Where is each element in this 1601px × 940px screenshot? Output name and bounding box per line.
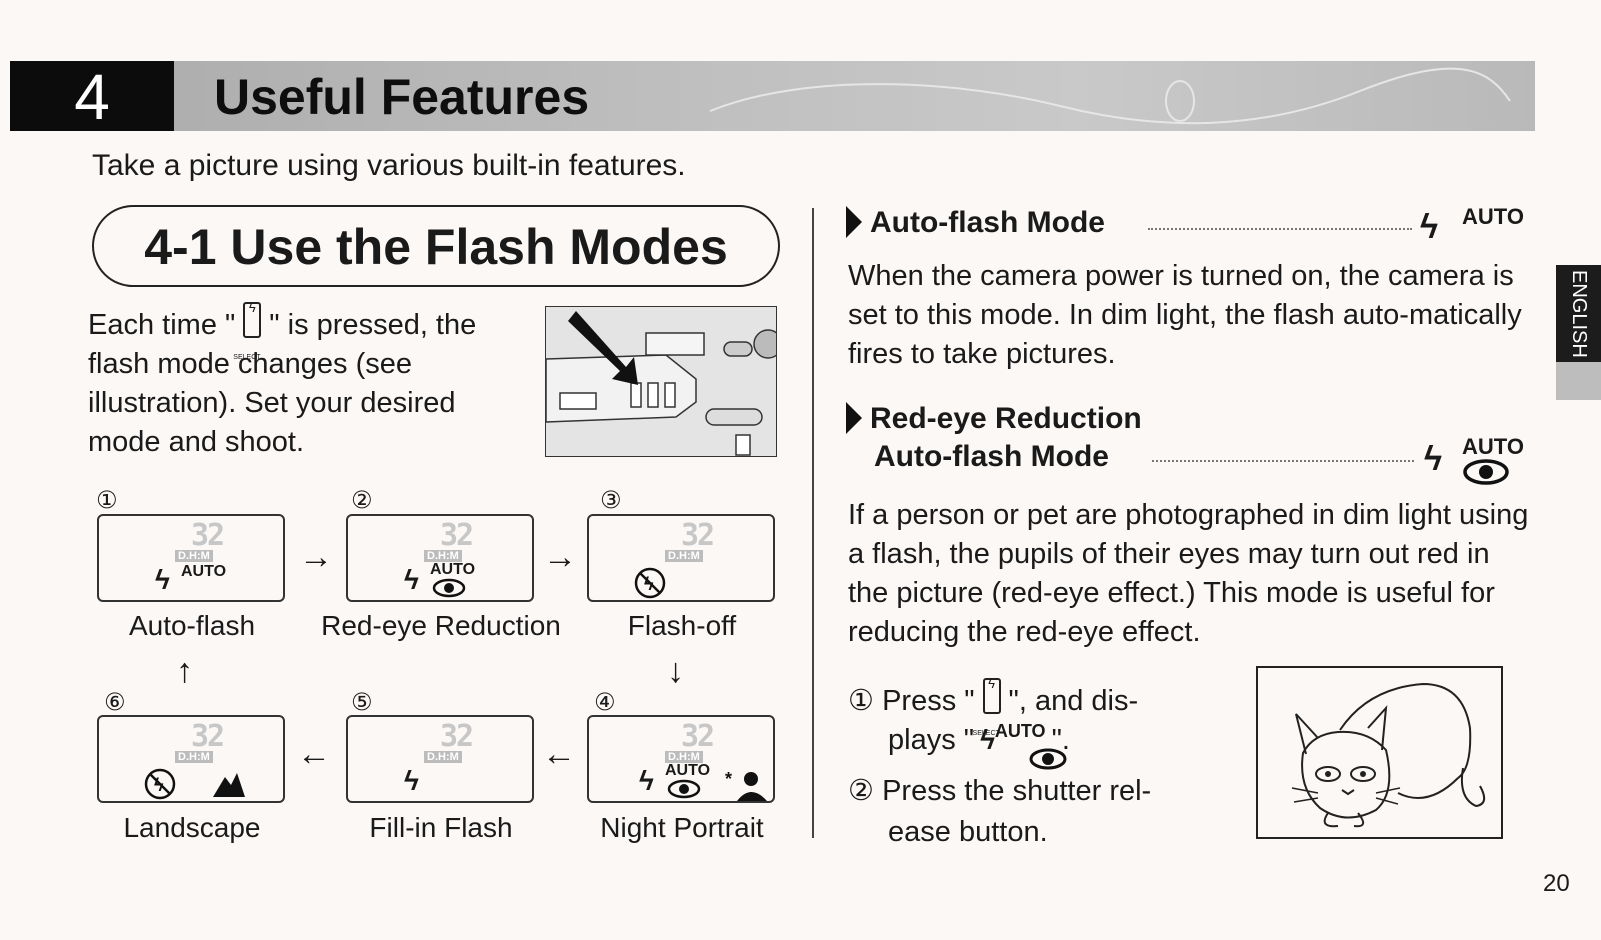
lcd-red-eye: 32 D.H:M ϟ AUTO: [346, 514, 534, 602]
lcd-date-indicator: D.H:M: [665, 550, 703, 562]
arrow-left-icon: ←: [297, 735, 331, 773]
arrow-left-icon: ←: [542, 735, 576, 773]
eye-icon: [667, 779, 701, 799]
flash-icon: ϟ: [404, 765, 419, 796]
svg-text:ϟ: ϟ: [644, 574, 654, 594]
arrow-right-icon: →: [543, 538, 577, 576]
lcd-date-indicator: D.H:M: [665, 751, 703, 763]
night-portrait-icon: *: [725, 769, 767, 801]
red-eye-heading-line-1: Red-eye Reduction: [846, 402, 1142, 436]
lcd-date-indicator: D.H:M: [424, 751, 462, 763]
chapter-number: 4: [10, 61, 174, 133]
chapter-header-bar: [10, 61, 1535, 131]
lcd-counter: 32: [191, 719, 225, 754]
decorative-swirl: [709, 67, 1511, 125]
lcd-date-indicator: D.H:M: [175, 751, 213, 763]
camera-top-icon: [545, 307, 783, 456]
step-2-line-2: ease button.: [888, 816, 1048, 848]
flash-icon: ϟ: [980, 724, 995, 755]
lcd-date-indicator: D.H:M: [175, 550, 213, 562]
lcd-counter: 32: [681, 719, 715, 754]
lcd-counter: 32: [440, 719, 474, 754]
instruction-part-2: " is pressed, the flash mode changes (se…: [88, 309, 477, 458]
step-1-line-2: plays "ϟAUTO".: [888, 720, 1268, 770]
camera-illustration: [545, 306, 783, 457]
eye-icon: [1029, 748, 1067, 770]
mode-label: Flash-off: [627, 610, 737, 641]
flash-off-icon: ϟ: [634, 567, 666, 599]
chapter-title: Useful Features: [214, 69, 590, 125]
svg-text:ϟ: ϟ: [154, 775, 164, 795]
auto-label: AUTO: [665, 762, 711, 779]
auto-label: AUTO: [1462, 204, 1524, 229]
lcd-flash-off: 32 D.H:M ϟ: [587, 514, 775, 602]
auto-label: AUTO: [181, 563, 227, 580]
red-eye-body: If a person or pet are photographed in d…: [848, 499, 1529, 648]
dot-leader: [1152, 460, 1414, 462]
mode-number: ④: [594, 689, 616, 716]
eye-icon: [1463, 459, 1509, 485]
lcd-fill-in-flash: 32 D.H:M ϟ: [346, 715, 534, 803]
red-eye-heading-line-2: Auto-flash Mode: [874, 440, 1109, 473]
flash-off-icon: ϟ: [144, 768, 176, 800]
lcd-landscape: 32 D.H:M ϟ: [97, 715, 285, 803]
mode-number: ⑤: [351, 689, 373, 716]
dot-leader: [1148, 228, 1412, 230]
eye-icon: [432, 578, 466, 598]
mode-number: ①: [96, 487, 118, 514]
auto-label: AUTO: [430, 561, 476, 578]
arrow-down-icon: ↓: [667, 652, 684, 690]
flash-icon: ϟ: [404, 564, 419, 595]
flash-icon: ϟ: [1424, 440, 1442, 478]
flash-icon: ϟ: [1420, 208, 1438, 246]
mode-number: ②: [351, 487, 373, 514]
lcd-counter: 32: [681, 518, 715, 553]
flash-icon: ϟ: [639, 765, 654, 796]
intro-text: Take a picture using various built-in fe…: [92, 149, 686, 182]
lcd-date-indicator: D.H:M: [424, 550, 462, 562]
arrow-up-icon: ↑: [176, 652, 193, 690]
mode-label: Auto-flash: [128, 610, 256, 641]
auto-flash-body: When the camera power is turned on, the …: [848, 260, 1522, 370]
language-tab-label: ENGLISH: [1568, 269, 1590, 358]
mode-number: ③: [600, 487, 622, 514]
auto-label: AUTO: [1462, 434, 1524, 459]
mode-label: Landscape: [123, 812, 261, 843]
language-tab-accent: [1556, 362, 1601, 400]
section-title-frame: [92, 205, 780, 287]
lcd-counter: 32: [440, 518, 474, 553]
arrow-right-icon: →: [299, 538, 333, 576]
lcd-auto-flash: 32 D.H:M ϟ AUTO: [97, 514, 285, 602]
page-number: 20: [1543, 870, 1570, 897]
cat-illustration: [1256, 666, 1503, 839]
svg-text:*: *: [725, 769, 732, 789]
language-tab: [1556, 265, 1601, 362]
mode-label: Night Portrait: [600, 812, 764, 843]
lcd-night-portrait: 32 D.H:M ϟ AUTO *: [587, 715, 775, 803]
instruction-part-1: Each time ": [88, 309, 236, 341]
mode-label: Red-eye Reduction: [321, 610, 561, 641]
flash-icon: ϟ: [155, 564, 170, 595]
section-title: 4-1 Use the Flash Modes: [144, 219, 728, 275]
auto-flash-heading: Auto-flash Mode: [846, 206, 1105, 240]
landscape-icon: [213, 773, 245, 797]
mode-label: Fill-in Flash: [369, 812, 513, 843]
cat-icon: [1291, 682, 1486, 828]
step-2: ② Press the shutter rel-: [848, 775, 1152, 807]
mode-number: ⑥: [104, 689, 126, 716]
column-divider: [812, 208, 814, 838]
lcd-counter: 32: [191, 518, 225, 553]
